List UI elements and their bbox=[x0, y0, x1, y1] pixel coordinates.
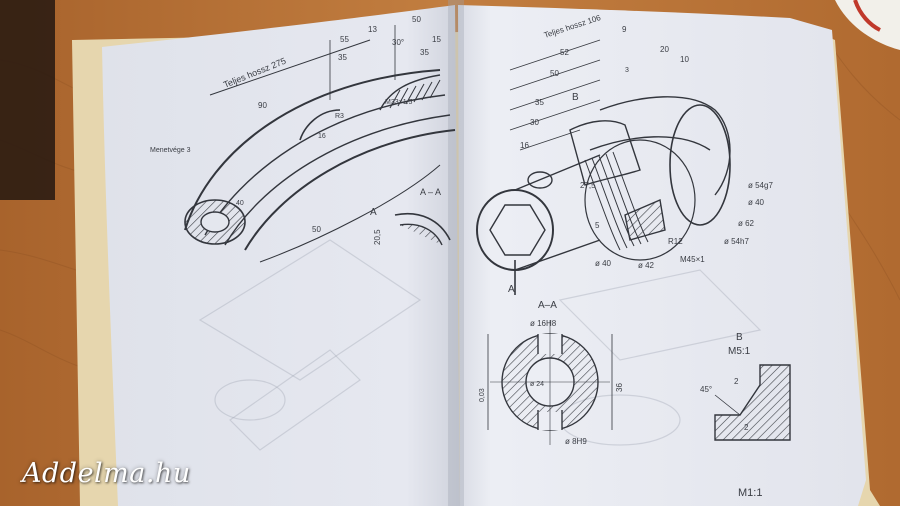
section-dim-1: ø 24 bbox=[530, 381, 544, 388]
svg-text:35: 35 bbox=[535, 98, 544, 107]
detail-view bbox=[714, 364, 791, 441]
left-drawing bbox=[184, 25, 456, 263]
svg-text:20: 20 bbox=[660, 45, 669, 54]
section-dim-0: ø 16H8 bbox=[530, 319, 557, 328]
section-title: A–A bbox=[538, 300, 557, 311]
detail-scale: M5:1 bbox=[728, 346, 751, 357]
right-dims: 52 9 50 35 20 16 3 10 30 27,5 5 R12 M45×… bbox=[508, 25, 773, 295]
svg-text:13: 13 bbox=[368, 25, 377, 34]
svg-text:52: 52 bbox=[560, 48, 569, 57]
svg-text:90: 90 bbox=[258, 101, 267, 110]
dark-object bbox=[0, 0, 55, 200]
left-page bbox=[102, 5, 460, 506]
detail-title: B bbox=[736, 332, 743, 343]
svg-text:M33×1.5: M33×1.5 bbox=[385, 99, 413, 106]
svg-text:35: 35 bbox=[338, 53, 347, 62]
detail-dim-0: 45° bbox=[700, 385, 712, 394]
section-dim-4: 0,03 bbox=[479, 388, 486, 402]
svg-text:B: B bbox=[572, 92, 579, 103]
section-view bbox=[487, 320, 613, 445]
svg-text:55: 55 bbox=[340, 35, 349, 44]
white-object bbox=[835, 0, 900, 50]
svg-text:27,5: 27,5 bbox=[580, 181, 596, 190]
svg-text:ø 54h7: ø 54h7 bbox=[724, 237, 749, 246]
svg-text:30°: 30° bbox=[392, 38, 404, 47]
svg-text:ø 42: ø 42 bbox=[638, 261, 655, 270]
page-scale: M1:1 bbox=[738, 487, 762, 499]
svg-text:R3: R3 bbox=[335, 113, 344, 120]
svg-text:30: 30 bbox=[530, 118, 539, 127]
svg-text:ø 40: ø 40 bbox=[595, 259, 612, 268]
svg-text:40: 40 bbox=[236, 200, 244, 207]
svg-text:10: 10 bbox=[680, 55, 689, 64]
svg-text:16: 16 bbox=[520, 141, 529, 150]
svg-text:16: 16 bbox=[318, 133, 326, 140]
svg-text:ø 40: ø 40 bbox=[748, 198, 765, 207]
svg-text:15: 15 bbox=[432, 35, 441, 44]
svg-text:50: 50 bbox=[412, 15, 421, 24]
svg-text:5: 5 bbox=[595, 221, 600, 230]
section-dim-3: ø 8H9 bbox=[565, 437, 587, 446]
svg-text:M45×1: M45×1 bbox=[680, 255, 705, 264]
right-drawing bbox=[476, 39, 731, 295]
svg-text:A: A bbox=[508, 284, 515, 295]
svg-text:50: 50 bbox=[312, 225, 321, 234]
svg-text:50: 50 bbox=[550, 69, 559, 78]
section-dim-2: 36 bbox=[615, 383, 624, 392]
svg-text:ø 62: ø 62 bbox=[738, 219, 755, 228]
svg-text:35: 35 bbox=[420, 48, 429, 57]
detail-dim-1: 2 bbox=[734, 377, 739, 386]
left-dims: 55 13 50 35 15 30° 35 90 50 40 16 M33×1.… bbox=[236, 15, 441, 245]
svg-text:9: 9 bbox=[622, 25, 627, 34]
svg-text:20,5: 20,5 bbox=[373, 229, 382, 245]
left-reference-label: Menetvége 3 bbox=[150, 147, 191, 154]
svg-text:3: 3 bbox=[625, 67, 629, 74]
svg-text:R12: R12 bbox=[668, 237, 683, 246]
left-section-label: A – A bbox=[420, 187, 441, 197]
svg-text:ø 54g7: ø 54g7 bbox=[748, 181, 773, 190]
watermark-logo: Addelma.hu bbox=[22, 458, 191, 489]
detail-dim-2: 2 bbox=[744, 423, 749, 432]
svg-text:A: A bbox=[370, 207, 377, 218]
